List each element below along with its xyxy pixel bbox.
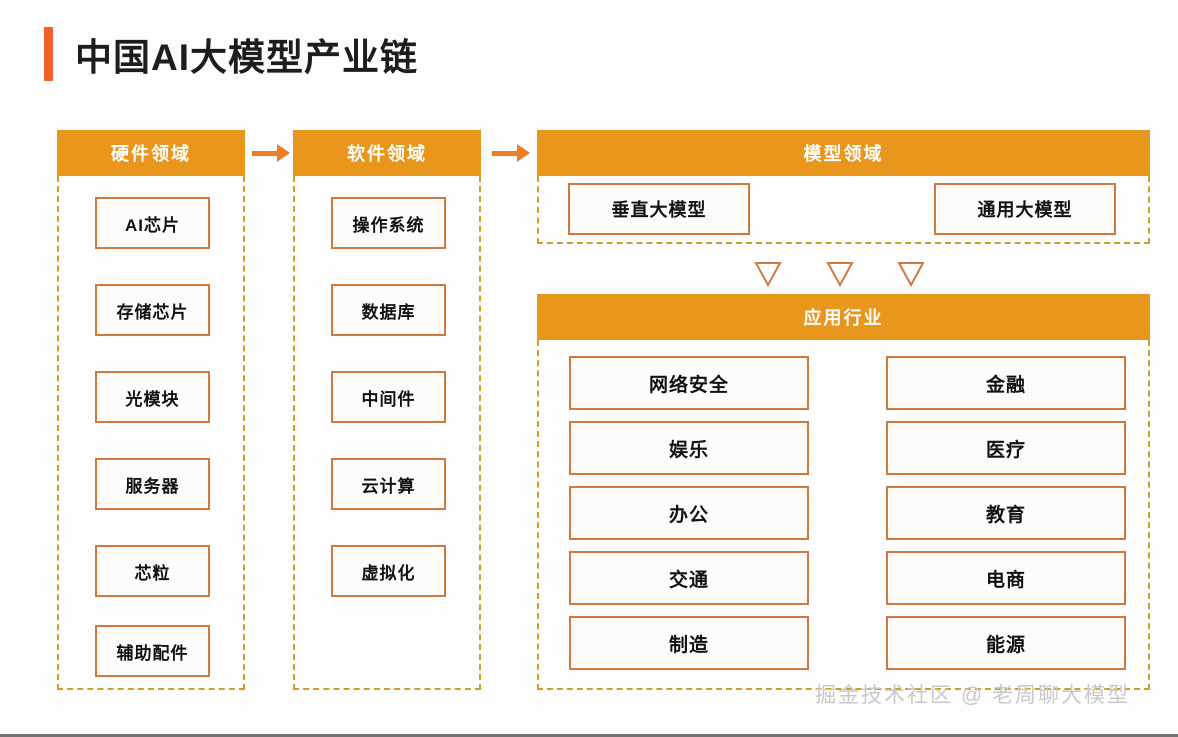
application-right-item-3-label: 电商	[985, 569, 1026, 591]
model-item-1[interactable]: 通用大模型	[934, 183, 1116, 235]
application-left-item-3-label: 交通	[668, 569, 709, 591]
hardware-item-0-label: AI芯片	[125, 215, 180, 235]
watermark: 掘金技术社区 @ 老周聊大模型	[815, 684, 1130, 707]
section-body-application	[537, 340, 1150, 690]
software-item-2-label: 中间件	[361, 389, 416, 409]
software-item-3-label: 云计算	[361, 476, 416, 496]
section-header-model[interactable]: 模型领域	[537, 130, 1150, 176]
application-right-item-3[interactable]: 电商	[886, 551, 1126, 605]
application-left-item-4-label: 制造	[668, 634, 709, 656]
application-left-item-0-label: 网络安全	[648, 374, 729, 396]
arrow-software-to-model-icon	[492, 144, 530, 162]
triangle-down-icon-2	[826, 261, 854, 288]
hardware-item-4[interactable]: 芯粒	[95, 545, 210, 597]
software-item-1[interactable]: 数据库	[331, 284, 446, 336]
application-left-item-4[interactable]: 制造	[569, 616, 809, 670]
application-left-item-2[interactable]: 办公	[569, 486, 809, 540]
application-left-item-2-label: 办公	[668, 504, 709, 526]
application-right-item-2-label: 教育	[985, 504, 1026, 526]
arrow-hardware-to-software-icon	[252, 144, 290, 162]
hardware-item-5[interactable]: 辅助配件	[95, 625, 210, 677]
page-title-text: 中国AI大模型产业链	[75, 37, 418, 78]
hardware-item-5-label: 辅助配件	[116, 643, 189, 663]
hardware-item-0[interactable]: AI芯片	[95, 197, 210, 249]
software-item-4[interactable]: 虚拟化	[331, 545, 446, 597]
section-header-hardware[interactable]: 硬件领域	[57, 130, 245, 176]
model-item-0-label: 垂直大模型	[611, 200, 707, 220]
section-body-software	[293, 176, 481, 690]
software-item-0-label: 操作系统	[352, 215, 425, 235]
application-right-item-4[interactable]: 能源	[886, 616, 1126, 670]
model-item-0[interactable]: 垂直大模型	[568, 183, 750, 235]
application-right-item-0[interactable]: 金融	[886, 356, 1126, 410]
hardware-item-1[interactable]: 存储芯片	[95, 284, 210, 336]
application-right-item-0-label: 金融	[985, 374, 1026, 396]
hardware-item-1-label: 存储芯片	[116, 302, 189, 322]
section-header-software[interactable]: 软件领域	[293, 130, 481, 176]
triangle-down-icon-1	[754, 261, 782, 288]
hardware-item-3[interactable]: 服务器	[95, 458, 210, 510]
application-left-item-0[interactable]: 网络安全	[569, 356, 809, 410]
application-left-item-1-label: 娱乐	[668, 439, 709, 461]
software-item-3[interactable]: 云计算	[331, 458, 446, 510]
hardware-item-2[interactable]: 光模块	[95, 371, 210, 423]
model-item-1-label: 通用大模型	[977, 200, 1073, 220]
section-header-hardware-label: 硬件领域	[111, 144, 191, 164]
software-item-4-label: 虚拟化	[361, 563, 416, 583]
application-right-item-2[interactable]: 教育	[886, 486, 1126, 540]
bottom-rule	[0, 734, 1178, 737]
application-left-item-1[interactable]: 娱乐	[569, 421, 809, 475]
hardware-item-3-label: 服务器	[125, 476, 180, 496]
section-header-application-label: 应用行业	[803, 308, 884, 328]
application-right-item-1[interactable]: 医疗	[886, 421, 1126, 475]
section-body-hardware	[57, 176, 245, 690]
application-right-item-4-label: 能源	[985, 634, 1026, 656]
triangle-down-icon-3	[897, 261, 925, 288]
software-item-1-label: 数据库	[361, 302, 416, 322]
section-header-model-label: 模型领域	[803, 144, 884, 164]
section-header-application[interactable]: 应用行业	[537, 294, 1150, 340]
section-header-software-label: 软件领域	[347, 144, 427, 164]
page-title: 中国AI大模型产业链	[44, 26, 418, 82]
hardware-item-4-label: 芯粒	[134, 563, 171, 583]
application-left-item-3[interactable]: 交通	[569, 551, 809, 605]
application-right-item-1-label: 医疗	[985, 439, 1026, 461]
software-item-0[interactable]: 操作系统	[331, 197, 446, 249]
software-item-2[interactable]: 中间件	[331, 371, 446, 423]
title-accent-bar	[44, 27, 53, 81]
section-body-model	[537, 176, 1150, 244]
hardware-item-2-label: 光模块	[125, 389, 180, 409]
